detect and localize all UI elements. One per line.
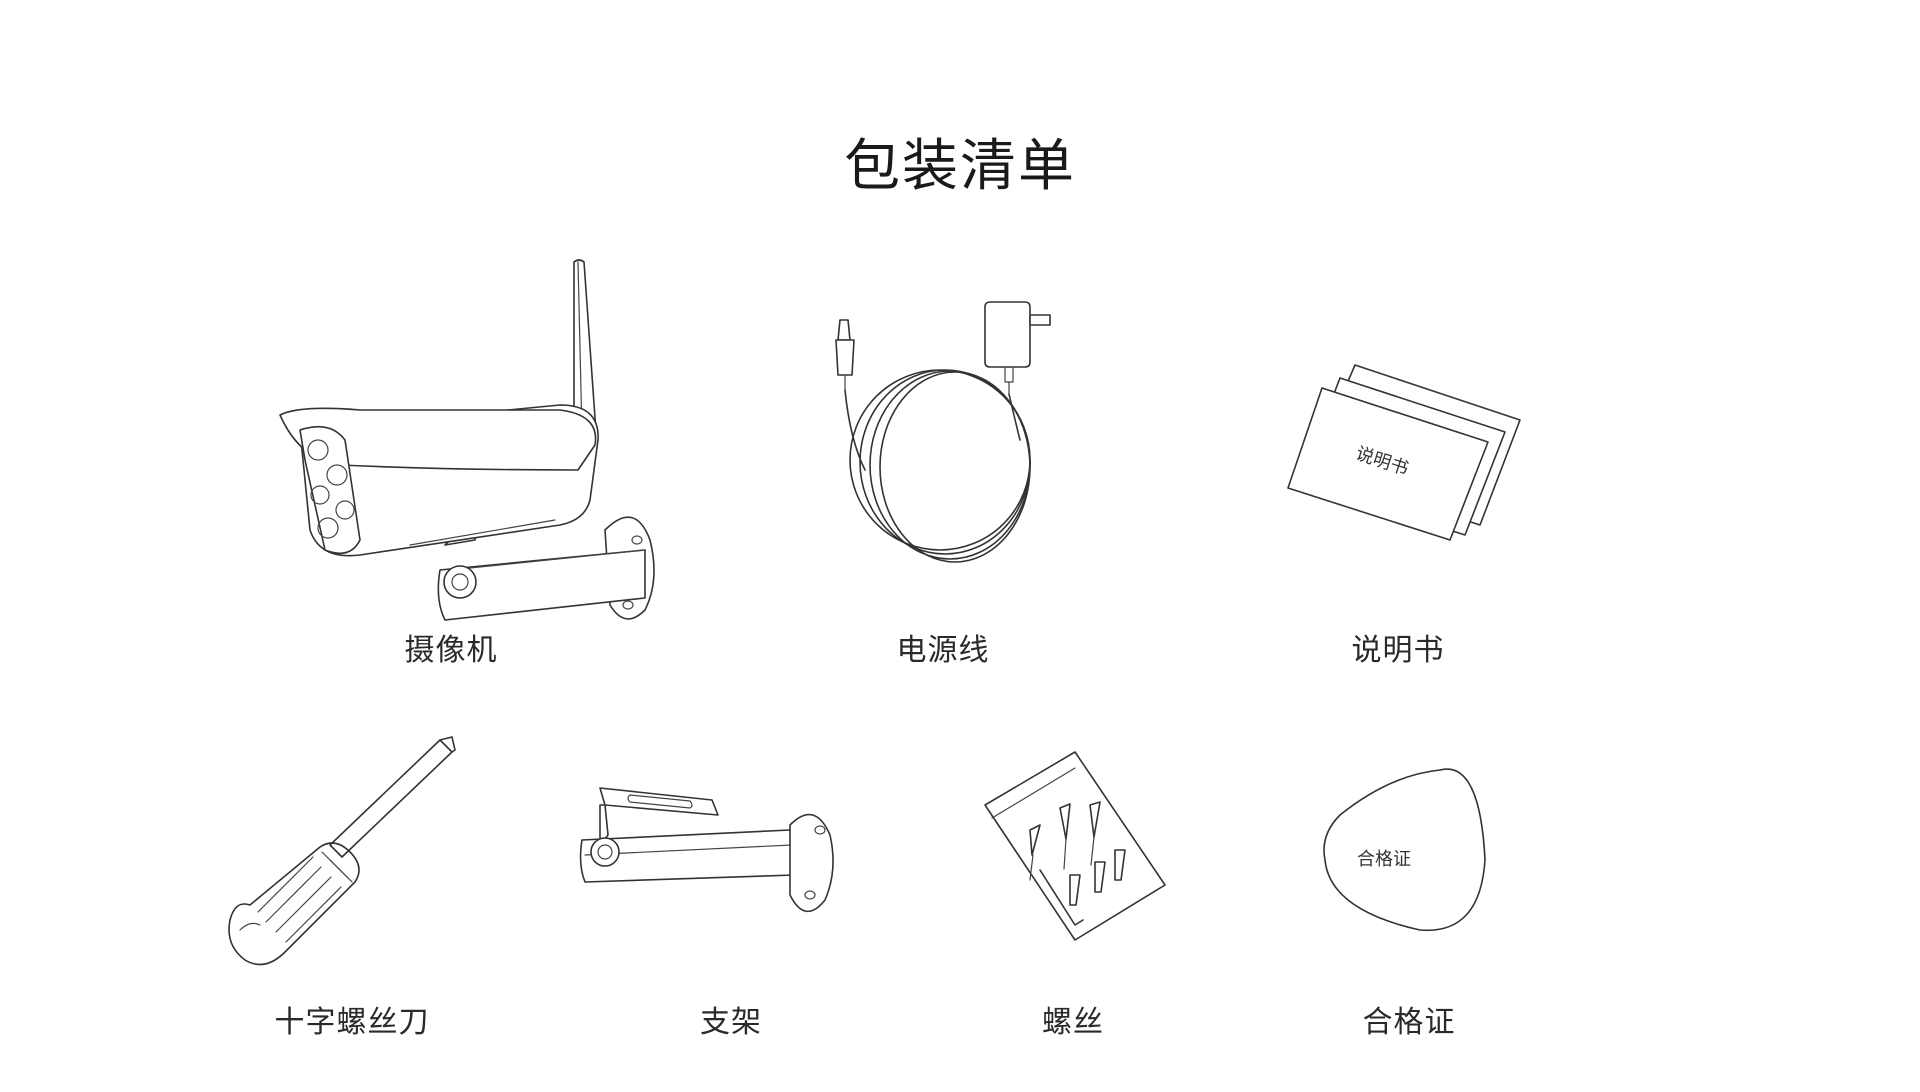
item-label-bracket: 支架: [700, 1005, 762, 1040]
certificate-inner-text: 合格证: [1357, 849, 1411, 870]
item-label-screwdriver: 十字螺丝刀: [274, 1005, 430, 1040]
item-label-screws: 螺丝: [1042, 1005, 1104, 1040]
item-label-manual: 说明书: [1351, 633, 1445, 668]
item-label-certificate: 合格证: [1362, 1005, 1456, 1040]
item-label-power-cable: 电源线: [896, 633, 990, 668]
page-title: 包装清单: [844, 134, 1076, 199]
item-label-camera: 摄像机: [404, 633, 498, 668]
